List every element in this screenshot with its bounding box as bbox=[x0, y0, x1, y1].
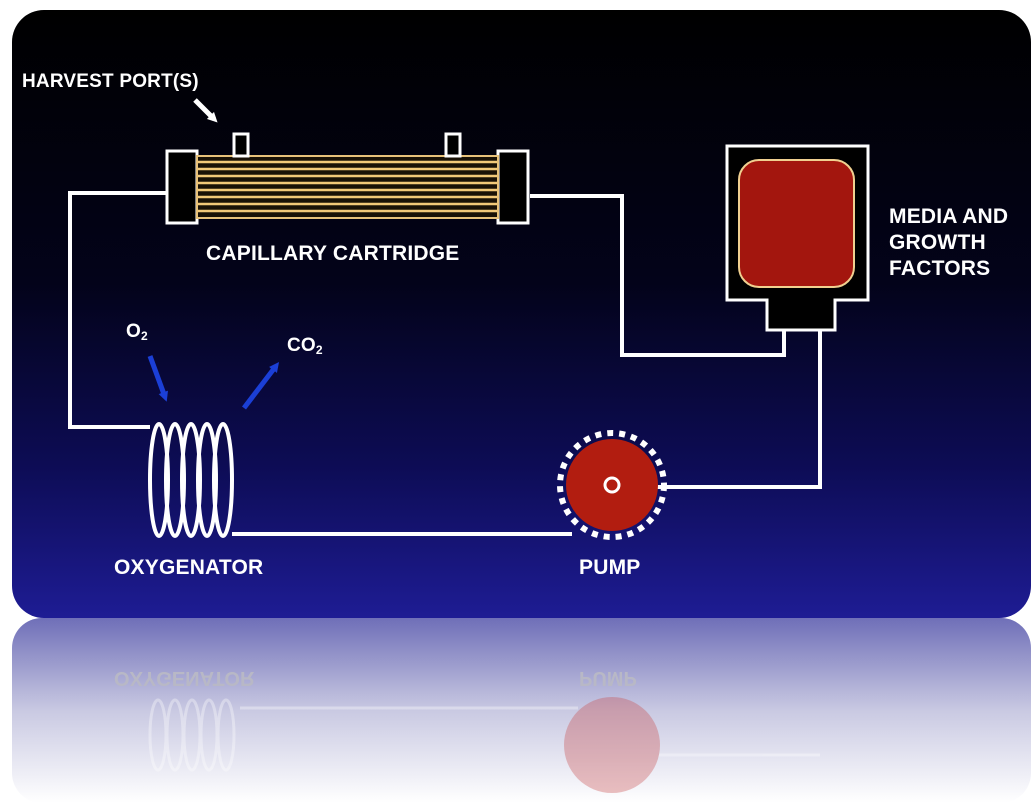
media-bag bbox=[725, 144, 870, 332]
capillary-cartridge-label: CAPILLARY CARTRIDGE bbox=[206, 242, 460, 265]
harvest-arrow-icon bbox=[193, 98, 218, 123]
tubing bbox=[68, 191, 822, 536]
media-label-line1: MEDIA AND bbox=[889, 205, 1009, 228]
pump-icon bbox=[557, 430, 667, 540]
oxygenator-label: OXYGENATOR bbox=[114, 556, 264, 579]
harvest-port-right bbox=[444, 132, 462, 158]
reflection-panel bbox=[12, 618, 1031, 803]
pump-reflection: PUMP bbox=[579, 667, 637, 689]
media-label-line2: GROWTH bbox=[889, 231, 986, 254]
capillary-fibers bbox=[198, 160, 497, 213]
o2-arrow-icon bbox=[147, 355, 168, 402]
reflection-shapes bbox=[148, 697, 820, 793]
o2-label-sub: 2 bbox=[140, 329, 148, 343]
oxygenator-coil-icon bbox=[148, 422, 240, 538]
harvest-port-left bbox=[232, 132, 250, 158]
oxygenator-reflection: OXYGENATOR bbox=[114, 667, 255, 689]
main-panel bbox=[12, 10, 1031, 618]
co2-label-base: CO bbox=[287, 335, 316, 356]
harvest-ports-label: HARVEST PORT(S) bbox=[22, 71, 199, 92]
capillary-cartridge bbox=[165, 132, 530, 225]
o2-label: O2 bbox=[126, 322, 148, 342]
o2-label-base: O bbox=[126, 321, 141, 342]
pump-label: PUMP bbox=[579, 556, 641, 579]
co2-label: CO2 bbox=[287, 336, 323, 356]
media-label-line3: FACTORS bbox=[889, 257, 991, 280]
co2-arrow-icon bbox=[242, 362, 280, 410]
co2-label-sub: 2 bbox=[315, 343, 323, 357]
